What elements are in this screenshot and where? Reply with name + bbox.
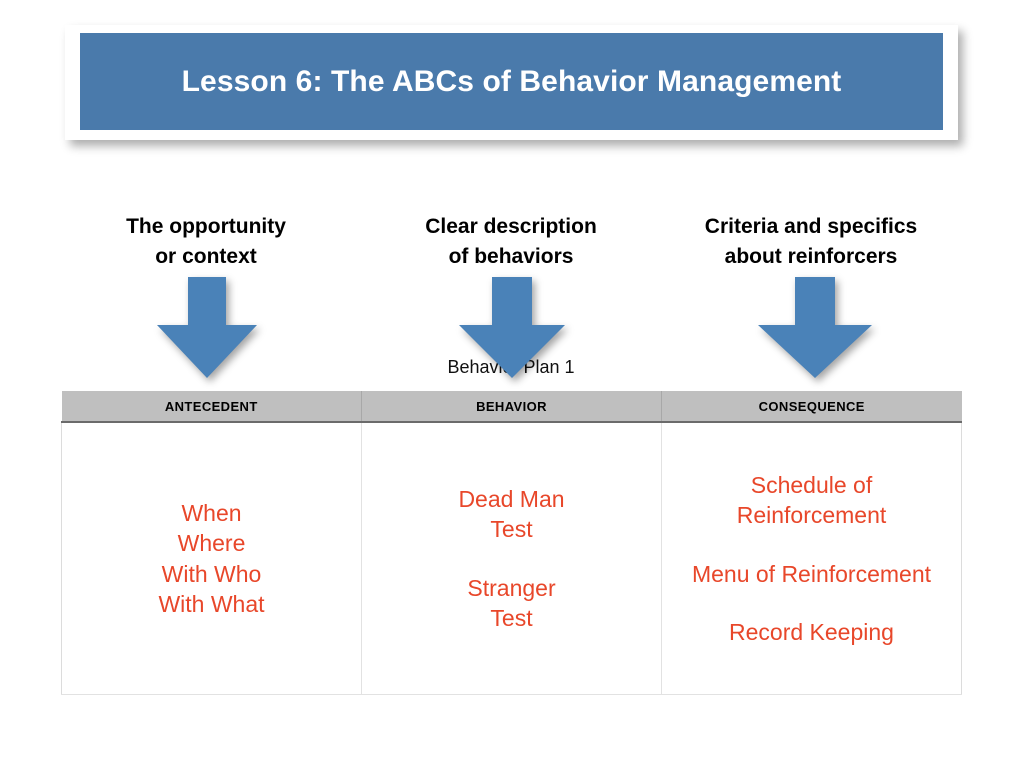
cell-line: Schedule of: [750, 471, 873, 498]
title-banner: Lesson 6: The ABCs of Behavior Managemen…: [80, 33, 943, 130]
table-row: When Where With Who With What Dead Man T…: [61, 422, 962, 695]
cell-line: Test: [490, 604, 533, 631]
caption-behavior-line2: of behaviors: [448, 245, 574, 269]
cell-line: Reinforcement: [736, 502, 887, 529]
down-arrow-behavior-icon: [459, 277, 565, 378]
caption-consequence-line2: about reinforcers: [724, 245, 898, 269]
cell-line: Dead Man: [458, 485, 565, 512]
cell-block: When Where With Who With What: [68, 498, 355, 619]
cell-line: Stranger: [467, 574, 556, 601]
caption-consequence-line1: Criteria and specifics: [704, 215, 918, 238]
down-arrow-antecedent-icon: [157, 277, 257, 378]
page-title: Lesson 6: The ABCs of Behavior Managemen…: [181, 65, 842, 98]
caption-behavior: Clear description of behaviors: [361, 212, 661, 273]
cell-antecedent: When Where With Who With What: [61, 422, 362, 695]
cell-block: Stranger Test: [368, 573, 655, 634]
cell-block: Record Keeping: [668, 617, 955, 647]
cell-line: Record Keeping: [729, 618, 894, 645]
table-header-row: ANTECEDENT BEHAVIOR CONSEQUENCE: [61, 391, 962, 423]
column-header-antecedent: ANTECEDENT: [61, 391, 362, 423]
caption-consequence: Criteria and specifics about reinforcers: [661, 212, 961, 273]
cell-line: With Who: [161, 560, 262, 587]
column-header-behavior: BEHAVIOR: [361, 391, 662, 423]
cell-block: Dead Man Test: [368, 484, 655, 545]
cell-behavior: Dead Man Test Stranger Test: [361, 422, 662, 695]
caption-antecedent: The opportunity or context: [56, 212, 356, 273]
cell-line: When: [181, 499, 242, 526]
down-arrow-consequence-icon: [758, 277, 872, 378]
caption-antecedent-line1: The opportunity: [126, 215, 286, 238]
column-header-consequence: CONSEQUENCE: [661, 391, 962, 423]
cell-line: Where: [177, 530, 246, 557]
caption-behavior-line1: Clear description: [425, 215, 597, 238]
cell-block: Schedule of Reinforcement: [668, 470, 955, 531]
caption-antecedent-line2: or context: [155, 245, 257, 269]
cell-consequence: Schedule of Reinforcement Menu of Reinfo…: [661, 422, 962, 695]
cell-block: Menu of Reinforcement: [668, 559, 955, 589]
cell-line: Test: [490, 516, 533, 543]
cell-line: With What: [158, 590, 265, 617]
cell-line: Menu of Reinforcement: [691, 560, 932, 587]
abc-table: ANTECEDENT BEHAVIOR CONSEQUENCE When Whe…: [61, 391, 962, 695]
